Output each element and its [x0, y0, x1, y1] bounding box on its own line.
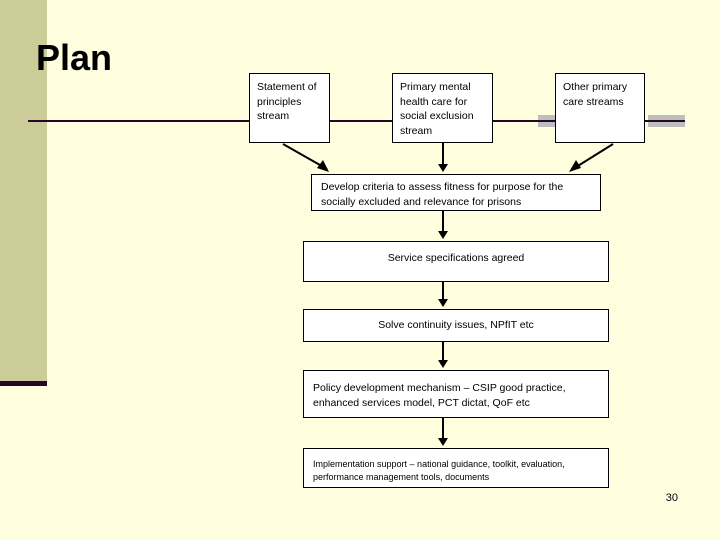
left-accent-band — [0, 0, 47, 381]
connector-policy-to-implementation — [442, 418, 444, 440]
stream-box-statement: Statement of principles stream — [249, 73, 330, 143]
arrow-head-continuity-to-policy — [438, 360, 448, 368]
stream-box-statement-label: Statement of principles stream — [257, 81, 317, 122]
arrow-head-policy-to-implementation — [438, 438, 448, 446]
connector-specs-to-continuity — [442, 282, 444, 301]
flow-box-policy-development: Policy development mechanism – CSIP good… — [303, 370, 609, 418]
flow-box-implementation-support-label: Implementation support – national guidan… — [313, 459, 565, 482]
flow-box-policy-development-label: Policy development mechanism – CSIP good… — [313, 382, 566, 409]
arrow-head-specs-to-continuity — [438, 299, 448, 307]
stream-box-primary-mental-health: Primary mental health care for social ex… — [392, 73, 493, 143]
connector-criteria-to-specs — [442, 211, 444, 233]
arrow-head-criteria-to-specs — [438, 231, 448, 239]
page-number: 30 — [665, 492, 678, 504]
stream-box-other-primary-care-label: Other primary care streams — [563, 81, 628, 108]
stream-box-other-primary-care: Other primary care streams — [555, 73, 645, 143]
flow-box-solve-continuity-issues: Solve continuity issues, NPfIT etc — [303, 309, 609, 342]
connector-continuity-to-policy — [442, 342, 444, 362]
left-accent-band-foot — [0, 381, 47, 386]
flow-box-service-specifications-label: Service specifications agreed — [387, 252, 525, 264]
page-title: Plan — [36, 37, 113, 78]
diagonal-arrow-other-to-criteria — [569, 143, 614, 172]
flow-box-develop-criteria: Develop criteria to assess fitness for p… — [311, 174, 601, 211]
flow-box-solve-continuity-issues-label: Solve continuity issues, NPfIT etc — [378, 319, 534, 331]
flow-box-develop-criteria-label: Develop criteria to assess fitness for p… — [321, 181, 564, 208]
diagonal-arrow-statement-to-criteria — [282, 143, 329, 172]
arrow-head-primary-to-criteria — [438, 164, 448, 172]
connector-primary-to-criteria — [442, 143, 444, 166]
flow-box-service-specifications: Service specifications agreed — [303, 241, 609, 282]
flow-box-implementation-support: Implementation support – national guidan… — [303, 448, 609, 488]
horizontal-rule — [28, 120, 685, 122]
stream-box-primary-mental-health-label: Primary mental health care for social ex… — [400, 81, 474, 137]
